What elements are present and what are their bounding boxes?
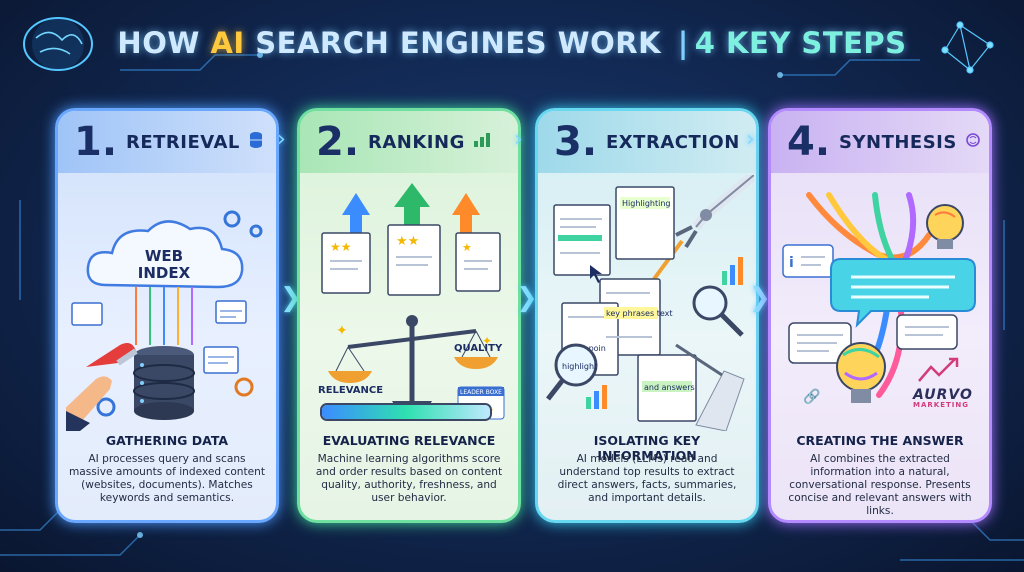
brand-logo: AURVO MARKETING	[913, 387, 973, 409]
extraction-illustration: Highlighting key phrases text data poin …	[546, 171, 756, 432]
progress-bar	[320, 403, 492, 421]
bar-chart-icon	[473, 132, 491, 152]
up-arrow-icon	[342, 193, 370, 233]
svg-text:✦: ✦	[482, 334, 492, 348]
bar-chart-icon	[722, 257, 743, 285]
step-name: SYNTHESIS	[839, 131, 957, 153]
leaderboard-label: LEADER BOXE	[460, 389, 502, 396]
step-subtitle: GATHERING DATA	[105, 433, 229, 448]
gear-icon	[223, 210, 263, 238]
magnifier-icon	[692, 285, 744, 337]
arrow-right-icon: ›	[514, 127, 523, 152]
relevance-label: RELEVANCE	[318, 385, 383, 396]
card-header: 2. RANKING	[300, 111, 518, 173]
page-title: HOW AI SEARCH ENGINES WORK |4 KEY STEPS	[117, 26, 907, 60]
key-phrases-text: key phrases text	[606, 309, 672, 318]
card-header: 3. EXTRACTION	[538, 111, 756, 173]
up-arrow-icon	[452, 193, 480, 233]
step-subtitle: EVALUATING RELEVANCE	[322, 433, 496, 448]
step-card-synthesis: 4. SYNTHESIS	[768, 108, 992, 523]
arrow-right-icon: ❯	[516, 283, 538, 313]
cursor-icon	[590, 265, 602, 283]
svg-text:✦: ✦	[336, 323, 348, 339]
svg-text:i: i	[789, 255, 794, 271]
step-card-ranking: 2. RANKING ★★★★★	[297, 108, 521, 523]
step-number: 3.	[554, 119, 598, 165]
hand-icon	[58, 376, 112, 431]
info-card-icon: i	[782, 244, 834, 278]
logo-arrow-icon	[918, 357, 959, 382]
lightbulb-icon	[926, 204, 964, 249]
svg-text:★★: ★★	[330, 240, 352, 254]
lightbulb-icon	[836, 342, 886, 403]
synthesis-illustration: i 🔗	[779, 175, 981, 431]
step-subtitle: ISOLATING KEY INFORMATION	[593, 433, 701, 463]
step-description: Machine learning algorithms score and or…	[315, 453, 503, 504]
answers-text: and answers	[644, 383, 695, 392]
bar-chart-icon	[586, 385, 607, 409]
step-number: 1.	[74, 119, 118, 165]
step-subtitle: CREATING THE ANSWER	[796, 433, 964, 448]
chat-bubble-icon	[788, 314, 958, 364]
card-header: 4. SYNTHESIS	[771, 111, 989, 173]
brain-icon	[23, 17, 93, 71]
step-card-extraction: 3. EXTRACTION	[535, 108, 759, 523]
database-stack-icon	[133, 346, 195, 420]
star-rating-icon: ★★★★★	[330, 234, 472, 254]
card-header: 1. RETRIEVAL	[58, 111, 276, 173]
cloud-label-line1: WEB	[145, 247, 183, 265]
arrow-right-icon: ❯	[280, 283, 302, 313]
cloud-label-line2: INDEX	[138, 264, 191, 282]
chat-bubble-icon	[830, 258, 976, 328]
brain-icon	[965, 132, 981, 152]
step-description: AI processes query and scans massive amo…	[68, 453, 266, 504]
step-description: AI combines the extracted information in…	[788, 453, 972, 517]
magnifier-icon	[546, 343, 598, 401]
gear-icon	[234, 377, 254, 397]
cloud-icon	[86, 220, 244, 289]
svg-text:★★: ★★	[396, 234, 419, 249]
arrow-right-icon: ❯	[749, 283, 771, 313]
highlight-label: highlight	[562, 362, 597, 371]
database-icon	[248, 131, 264, 153]
step-number: 4.	[787, 119, 831, 165]
robot-arm-icon	[652, 171, 756, 281]
highlight-text: Highlighting	[622, 199, 671, 208]
arrow-right-icon: ›	[746, 127, 755, 152]
quality-label: QUALITY	[454, 343, 503, 354]
step-number: 2.	[316, 119, 360, 165]
step-name: RETRIEVAL	[126, 131, 240, 153]
step-name: EXTRACTION	[606, 131, 740, 153]
step-card-retrieval: 1. RETRIEVAL WEB INDEX	[55, 108, 279, 523]
retrieval-illustration: WEB INDEX	[58, 175, 268, 431]
arrow-right-icon: ›	[277, 127, 286, 152]
svg-text:★: ★	[462, 241, 472, 254]
network-icon	[941, 21, 994, 74]
up-arrow-icon	[394, 183, 430, 229]
robot-hand-icon	[675, 343, 745, 432]
link-icon: 🔗	[803, 387, 821, 405]
step-description: AI models (LLMs) read and understand top…	[557, 453, 737, 504]
magnet-icon	[86, 343, 138, 367]
ranking-illustration: ★★★★★ ✦ ✦ RELE	[308, 175, 510, 431]
step-name: RANKING	[368, 131, 465, 153]
gear-icon	[96, 397, 116, 417]
